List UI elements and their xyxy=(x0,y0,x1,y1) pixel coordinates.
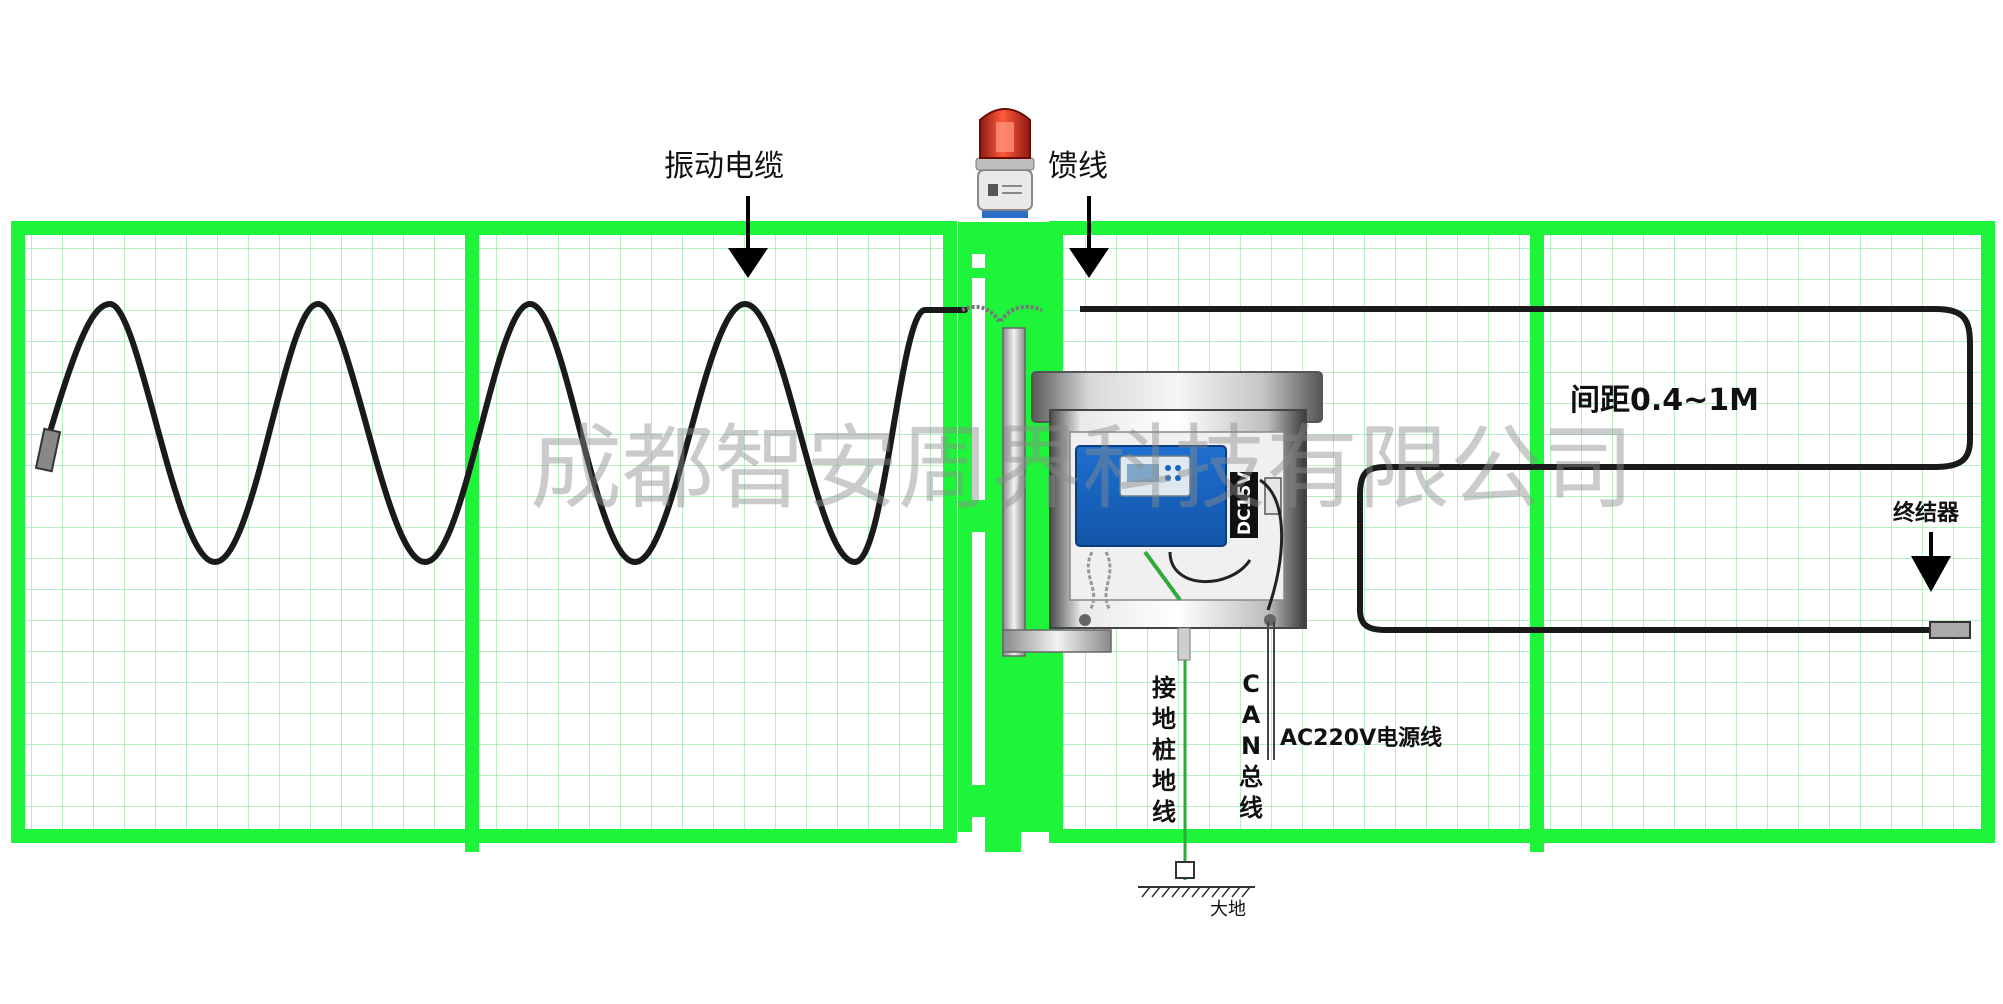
left-fence xyxy=(11,221,957,852)
power-module xyxy=(1230,472,1258,538)
lcd-screen xyxy=(1127,464,1159,482)
arrow-vibration-cable xyxy=(728,196,768,278)
label-vibration-cable: 振动电缆 xyxy=(664,149,784,184)
can-bus-label-char: C xyxy=(1242,670,1260,698)
controller-enclosure: DC15V xyxy=(1031,371,1323,661)
can-bus-label-char: 总 xyxy=(1239,763,1263,791)
ground-wire-label-char: 地 xyxy=(1152,705,1176,733)
can-bus-label-char: N xyxy=(1241,732,1261,760)
label-spacing: 间距0.4~1M xyxy=(1570,383,1759,418)
label-earth: 大地 xyxy=(1210,899,1246,920)
conduit-pipe xyxy=(1002,327,1112,657)
feeder-cable xyxy=(1080,306,1973,633)
vibration-cable xyxy=(47,300,968,566)
ground-wiring xyxy=(1138,622,1275,898)
company-watermark: 成都智安周界科技有限公司 xyxy=(530,415,1634,522)
arrow-feeder xyxy=(1069,196,1109,278)
cable-end-cap-left xyxy=(34,427,62,473)
ground-wire-label-char: 线 xyxy=(1152,798,1176,826)
alarm-light xyxy=(975,108,1035,218)
ground-wire-label-char: 桩 xyxy=(1152,736,1176,764)
can-bus-label-char: A xyxy=(1242,701,1261,729)
ground-wire-label-char: 接 xyxy=(1152,674,1176,702)
terminator-device xyxy=(1929,621,1971,639)
label-power-line: AC220V电源线 xyxy=(1280,725,1442,751)
arrow-terminator xyxy=(1911,532,1951,592)
label-feeder: 馈线 xyxy=(1048,149,1108,184)
can-bus-label-char: 线 xyxy=(1239,794,1263,822)
label-terminator: 终结器 xyxy=(1893,500,1960,526)
ground-wire-label-char: 地 xyxy=(1152,767,1176,795)
dc-voltage-label: DC15V xyxy=(1235,471,1255,535)
